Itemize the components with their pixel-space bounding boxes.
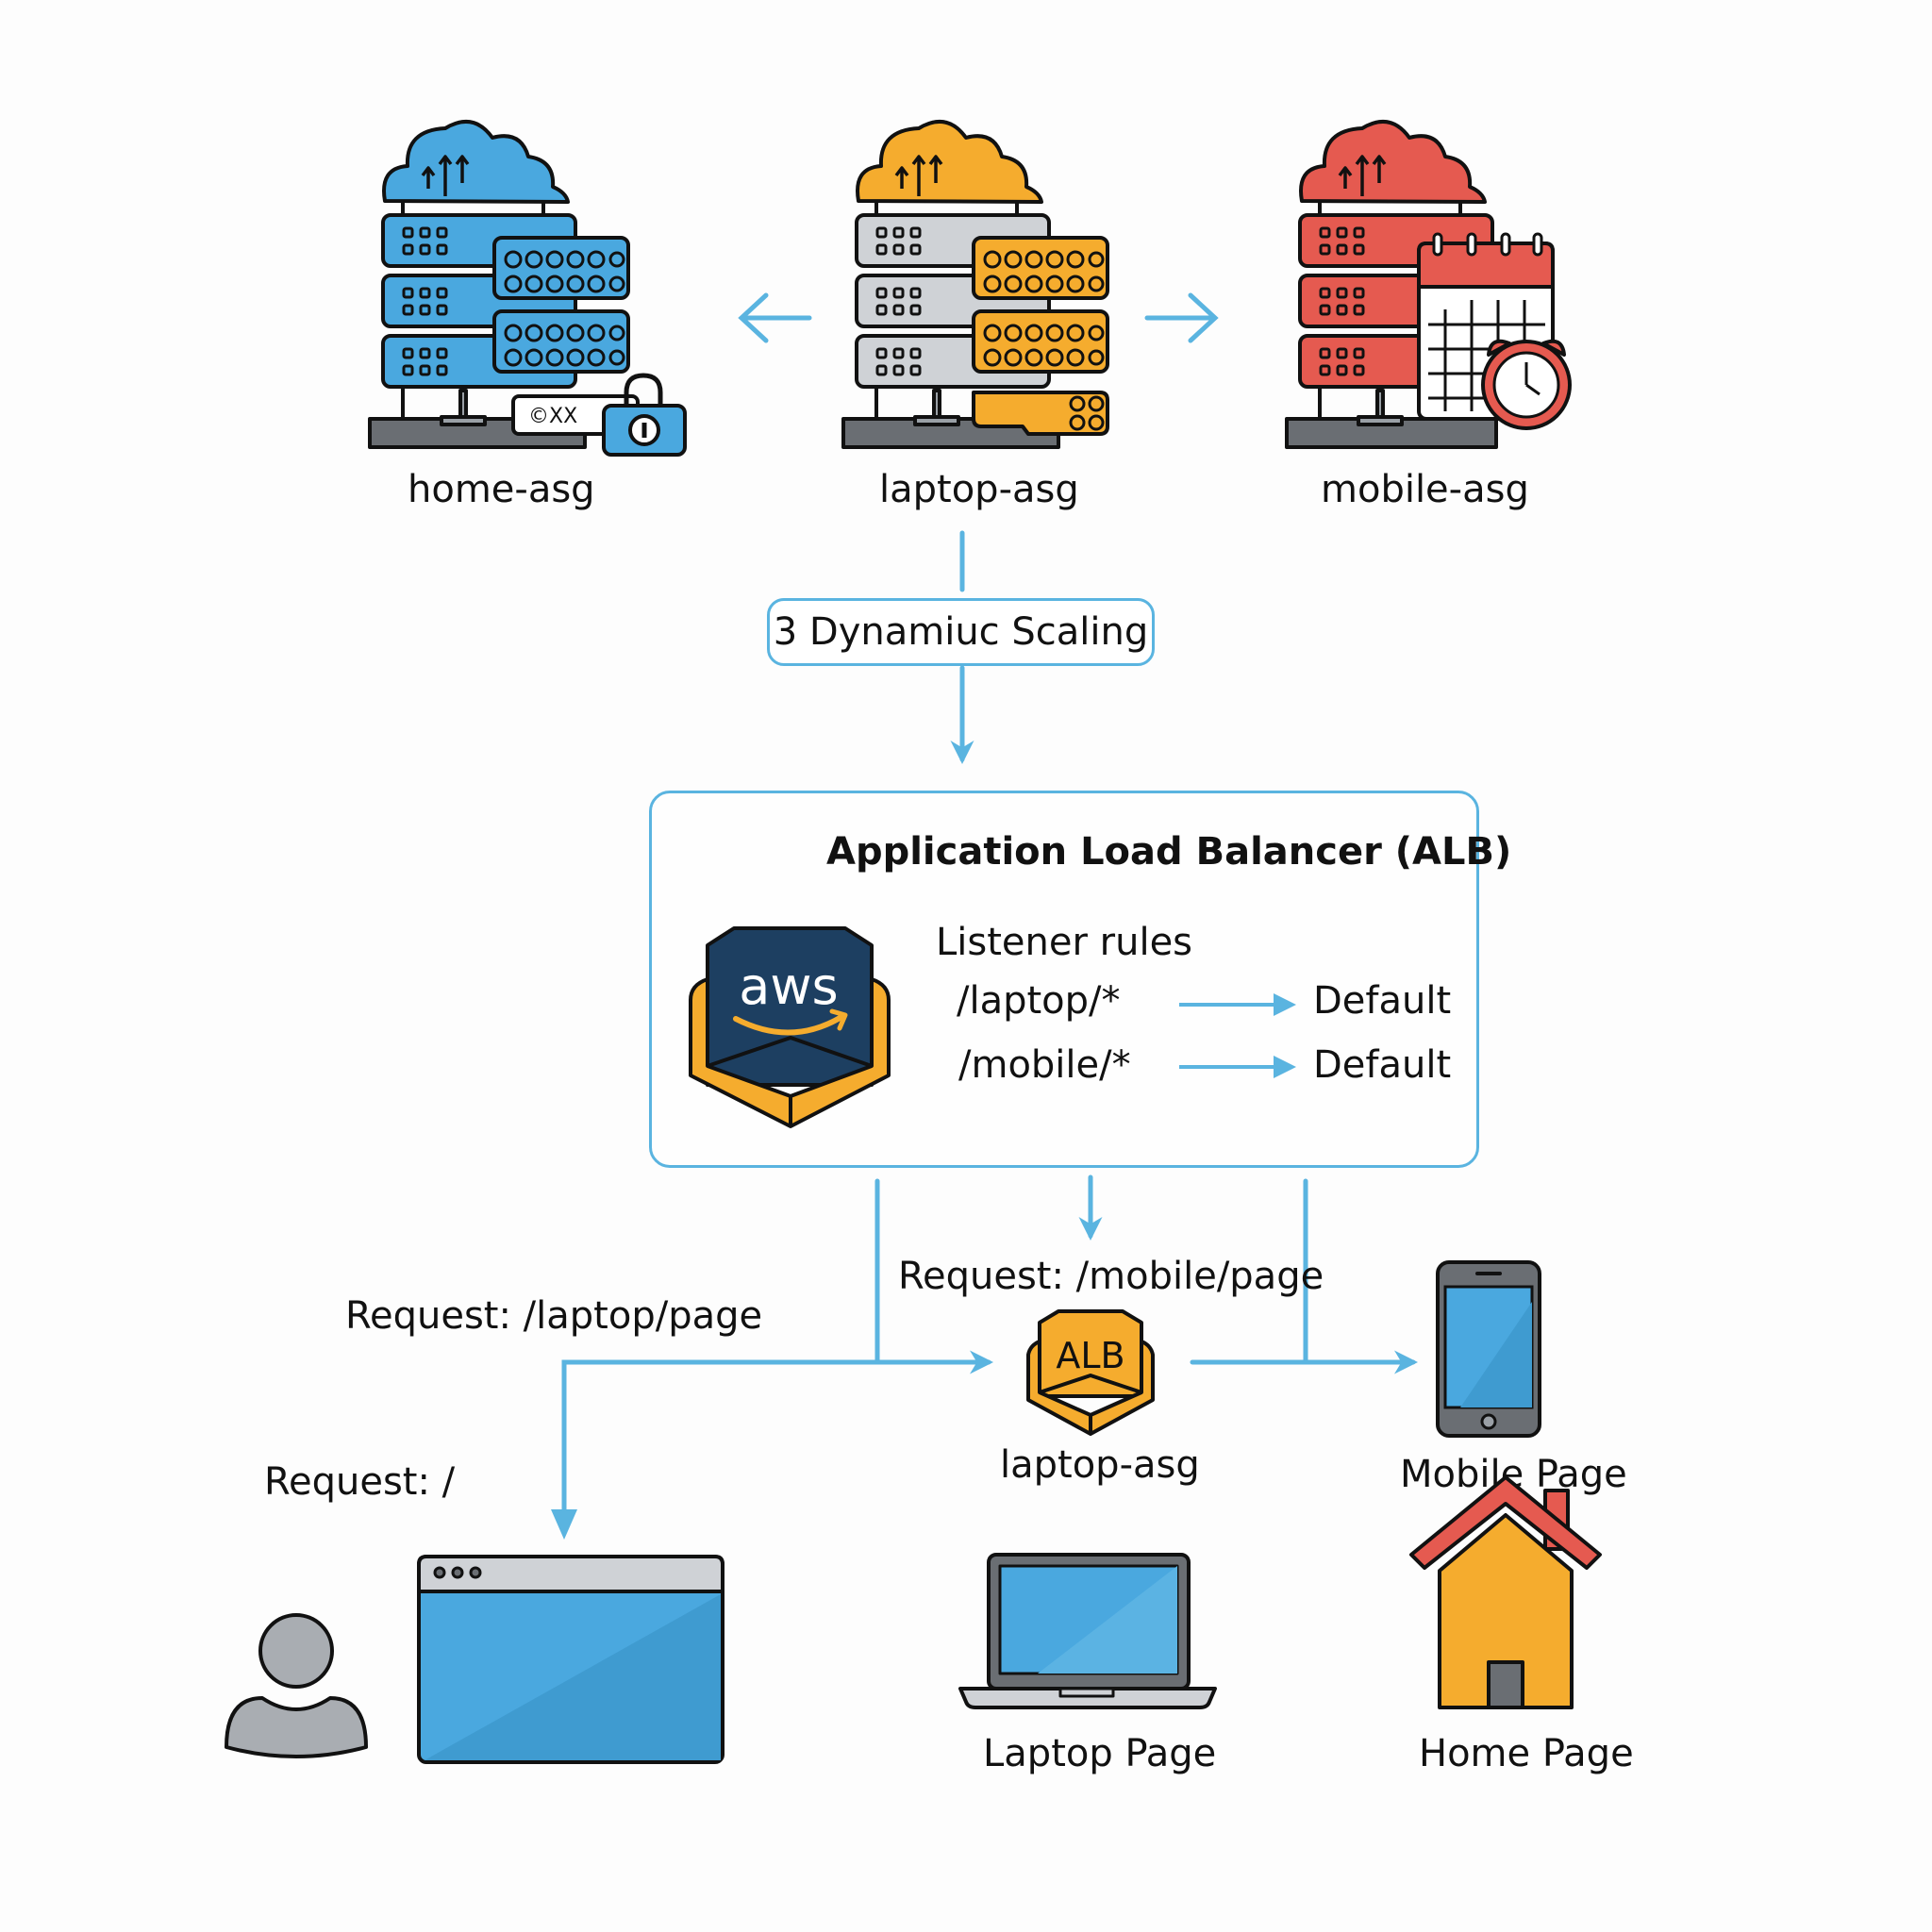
mini-alb-label: laptop-asg [1000,1443,1200,1487]
arrow-laptop-request [561,1350,993,1536]
aws-logo-icon [689,926,891,1128]
arrow-right-to-mobile [1144,292,1219,343]
alb-title: Application Load Balancer (ALB) [826,830,1512,874]
dynamic-scaling-label: 3 Dynamiuc Scaling [773,610,1149,654]
cloud-server-icon [841,119,1109,449]
rule-path-laptop: /laptop/* [957,979,1121,1023]
request-laptop-label: Request: /laptop/page [345,1294,763,1338]
mobile-asg-label: mobile-asg [1321,468,1529,511]
house-icon [1409,1475,1602,1709]
laptop-icon [958,1553,1217,1709]
laptop-asg-label: laptop-asg [879,468,1079,511]
mini-alb-text: ALB [1056,1335,1124,1376]
laptop-page-label: Laptop Page [983,1732,1217,1775]
rule-arrow-mobile [1179,1056,1296,1078]
request-mobile-label: Request: /mobile/page [898,1255,1324,1298]
cloud-server-lock-icon [368,119,687,457]
dynamic-scaling-badge[interactable]: 3 Dynamiuc Scaling [767,598,1155,666]
home-page-label: Home Page [1419,1732,1634,1775]
user-avatar-icon [225,1613,368,1758]
mobile-phone-icon [1436,1260,1541,1438]
browser-window-icon[interactable] [417,1555,724,1764]
listener-rules-title: Listener rules [936,921,1193,964]
request-root-label: Request: / [264,1460,456,1504]
aws-logo-text: aws [739,957,838,1016]
rule-arrow-laptop [1179,993,1296,1016]
arrow-left-to-home [738,292,812,343]
cloud-server-schedule-icon [1285,119,1572,449]
home-asg-label: home-asg [408,468,595,511]
rule-target-laptop: Default [1313,979,1452,1023]
rule-target-mobile: Default [1313,1043,1452,1087]
rule-path-mobile: /mobile/* [958,1043,1131,1087]
cookie-badge-text: ©XX [528,405,577,428]
mini-alb-icon [1026,1309,1155,1436]
